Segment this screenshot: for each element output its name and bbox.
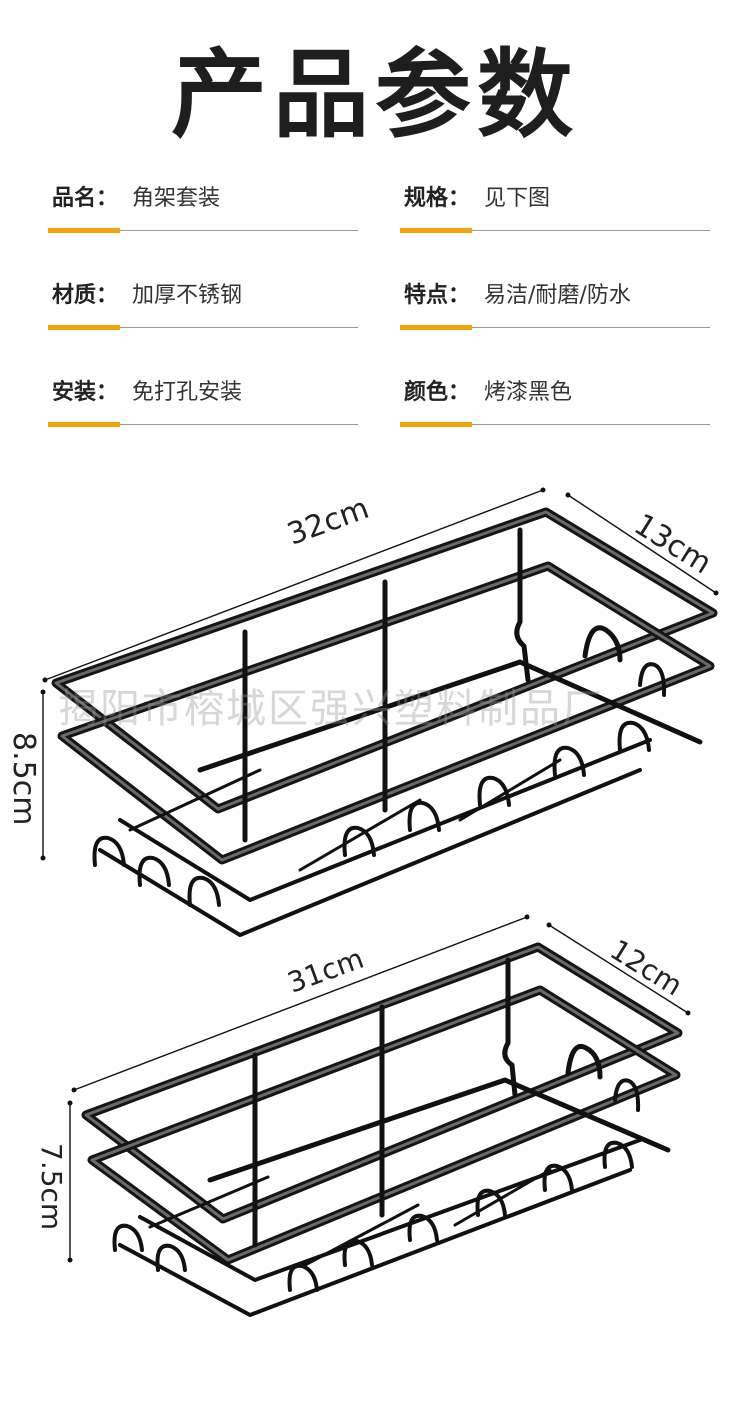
divider [472, 230, 710, 231]
divider [472, 424, 710, 425]
spec-label: 材质： [52, 283, 119, 308]
dimension-height: 7.5cm [35, 1143, 68, 1230]
spec-label: 品名： [52, 186, 119, 211]
spec-label: 颜色： [404, 380, 471, 405]
rack-large-illustration: 32cm 13cm 8.5cm [6, 487, 719, 937]
rack-small-illustration: 31cm 12cm 7.5cm [35, 914, 691, 1317]
accent-bar [400, 422, 472, 427]
spec-value: 免打孔安装 [132, 380, 243, 405]
dimension-length: 31cm [283, 942, 368, 1000]
divider [120, 230, 358, 231]
spec-value: 加厚不锈钢 [132, 283, 243, 308]
accent-bar [48, 422, 120, 427]
watermark: 揭阳市榕城区强兴塑料制品厂 [58, 686, 604, 732]
divider [472, 327, 710, 328]
dimension-height: 8.5cm [6, 732, 41, 825]
spec-value: 角架套装 [132, 186, 221, 211]
spec-label: 规格： [404, 186, 471, 211]
spec-material: 材质： 加厚不锈钢 [48, 281, 358, 341]
spec-color: 颜色： 烤漆黑色 [400, 378, 710, 438]
spec-size: 规格： 见下图 [400, 184, 710, 244]
spec-value: 见下图 [484, 186, 551, 211]
spec-value: 烤漆黑色 [484, 380, 573, 405]
spec-label: 安装： [52, 380, 119, 405]
page-title: 产品参数 [171, 39, 579, 151]
accent-bar [48, 228, 120, 233]
accent-bar [400, 325, 472, 330]
spec-name: 品名： 角架套装 [48, 184, 358, 244]
dimension-length: 32cm [283, 491, 374, 553]
spec-install: 安装： 免打孔安装 [48, 378, 358, 438]
divider [120, 327, 358, 328]
divider [120, 424, 358, 425]
accent-bar [400, 228, 472, 233]
spec-label: 特点： [404, 283, 471, 308]
spec-features: 特点： 易洁/耐磨/防水 [400, 281, 710, 341]
spec-value: 易洁/耐磨/防水 [484, 283, 631, 308]
accent-bar [48, 325, 120, 330]
